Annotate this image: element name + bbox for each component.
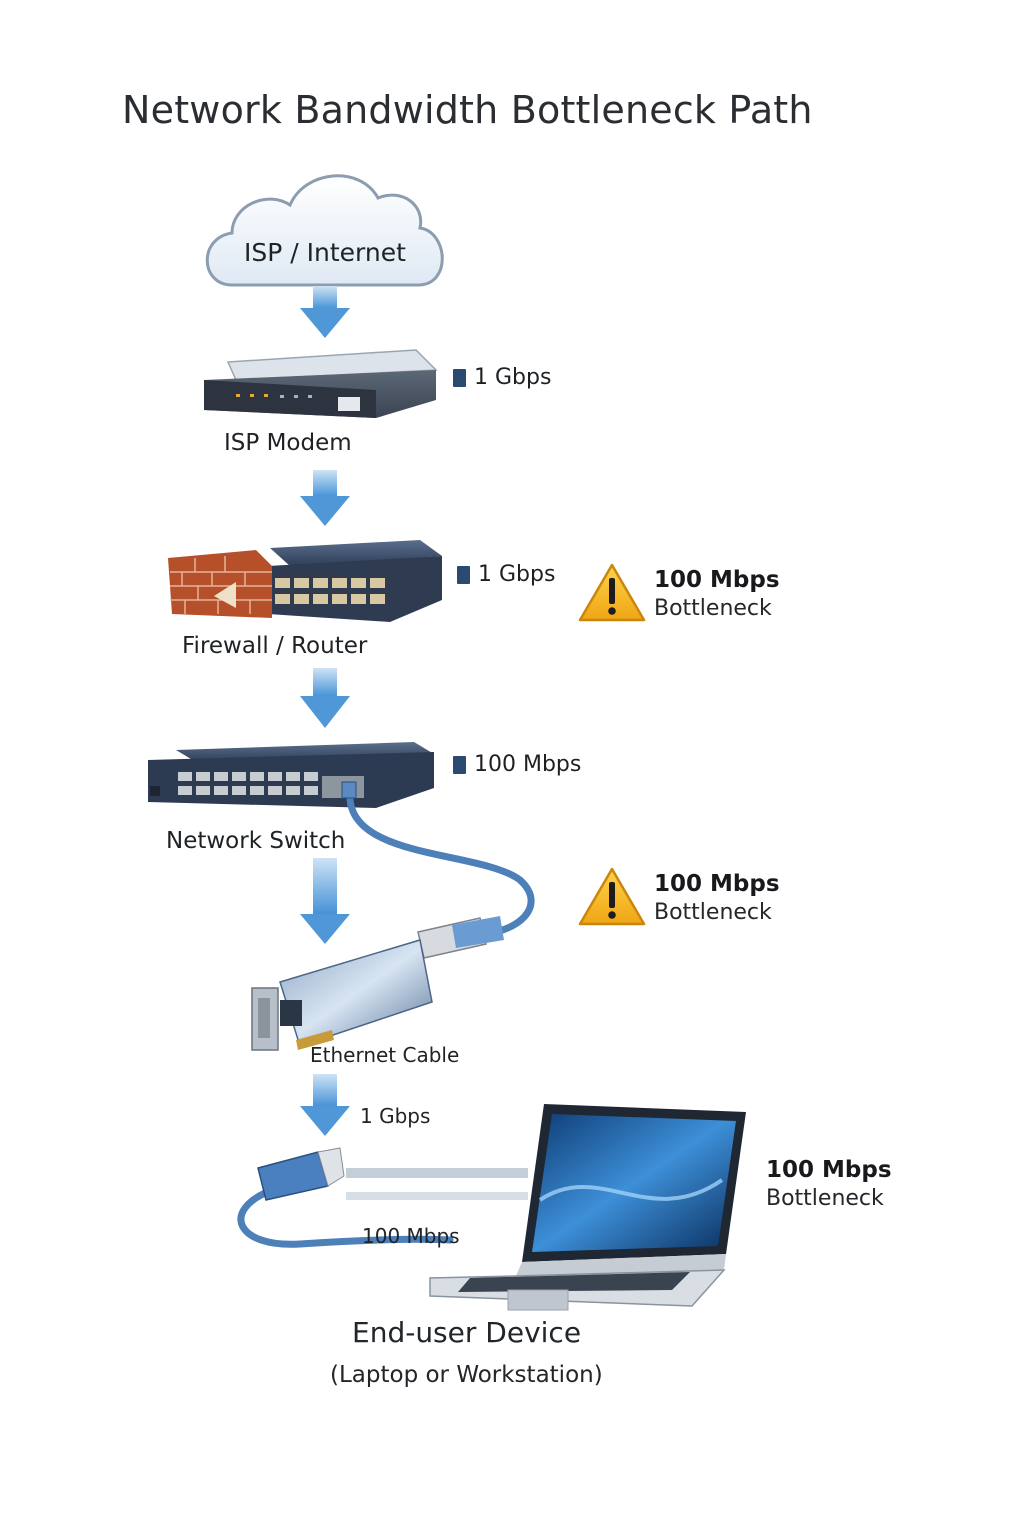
arrow-switch-to-nic — [300, 858, 350, 944]
bottleneck-callout-1: 100 Mbps Bottleneck — [646, 566, 780, 622]
ethernet-plug-icon — [237, 1147, 454, 1248]
router-label: Firewall / Router — [182, 633, 368, 659]
modem-speed-value: 1 Gbps — [474, 365, 552, 390]
speed-marker — [453, 368, 466, 387]
arrow-router-to-switch — [300, 668, 350, 728]
laptop-icon — [429, 1104, 746, 1311]
switch-cable-icon — [341, 781, 535, 959]
router-speed-value: 1 Gbps — [478, 562, 556, 587]
device-sublabel: (Laptop or Workstation) — [330, 1362, 603, 1388]
switch-label: Network Switch — [166, 828, 346, 854]
warning-icon — [578, 867, 646, 926]
firewall-router-icon — [168, 540, 442, 622]
network-switch-icon — [148, 742, 434, 808]
modem-speed: 1 Gbps — [453, 365, 551, 390]
switch-speed: 100 Mbps — [453, 752, 581, 777]
arrow-modem-to-router — [300, 470, 350, 526]
switch-speed-value: 100 Mbps — [474, 752, 582, 777]
arrow-cloud-to-modem — [300, 286, 350, 338]
warning-icon — [578, 563, 646, 622]
modem-icon — [204, 349, 438, 418]
bottleneck-label: Bottleneck — [654, 595, 772, 621]
bottleneck-callout-2: 100 Mbps Bottleneck — [646, 870, 780, 926]
router-speed: 1 Gbps — [457, 562, 555, 587]
bottleneck-value: 100 Mbps — [654, 567, 780, 593]
bottleneck-label: Bottleneck — [654, 899, 772, 925]
bottleneck-value: 100 Mbps — [654, 871, 780, 897]
cable-speed: 100 Mbps — [362, 1224, 460, 1248]
bottleneck-label: Bottleneck — [766, 1185, 884, 1211]
device-label: End-user Device — [352, 1316, 582, 1349]
connection-line — [346, 1168, 528, 1200]
speed-marker — [457, 565, 470, 584]
cloud-label: ISP / Internet — [244, 238, 406, 267]
nic-speed: 1 Gbps — [360, 1104, 431, 1128]
bottleneck-callout-3: 100 Mbps Bottleneck — [758, 1156, 892, 1212]
speed-marker — [453, 755, 466, 774]
cloud-icon — [205, 174, 444, 287]
cable-label: Ethernet Cable — [310, 1043, 460, 1067]
nic-card-icon — [251, 939, 433, 1051]
diagram-title: Network Bandwidth Bottleneck Path — [122, 88, 813, 132]
arrow-nic-to-plug — [300, 1074, 350, 1136]
modem-label: ISP Modem — [224, 430, 352, 456]
bottleneck-value: 100 Mbps — [766, 1157, 892, 1183]
